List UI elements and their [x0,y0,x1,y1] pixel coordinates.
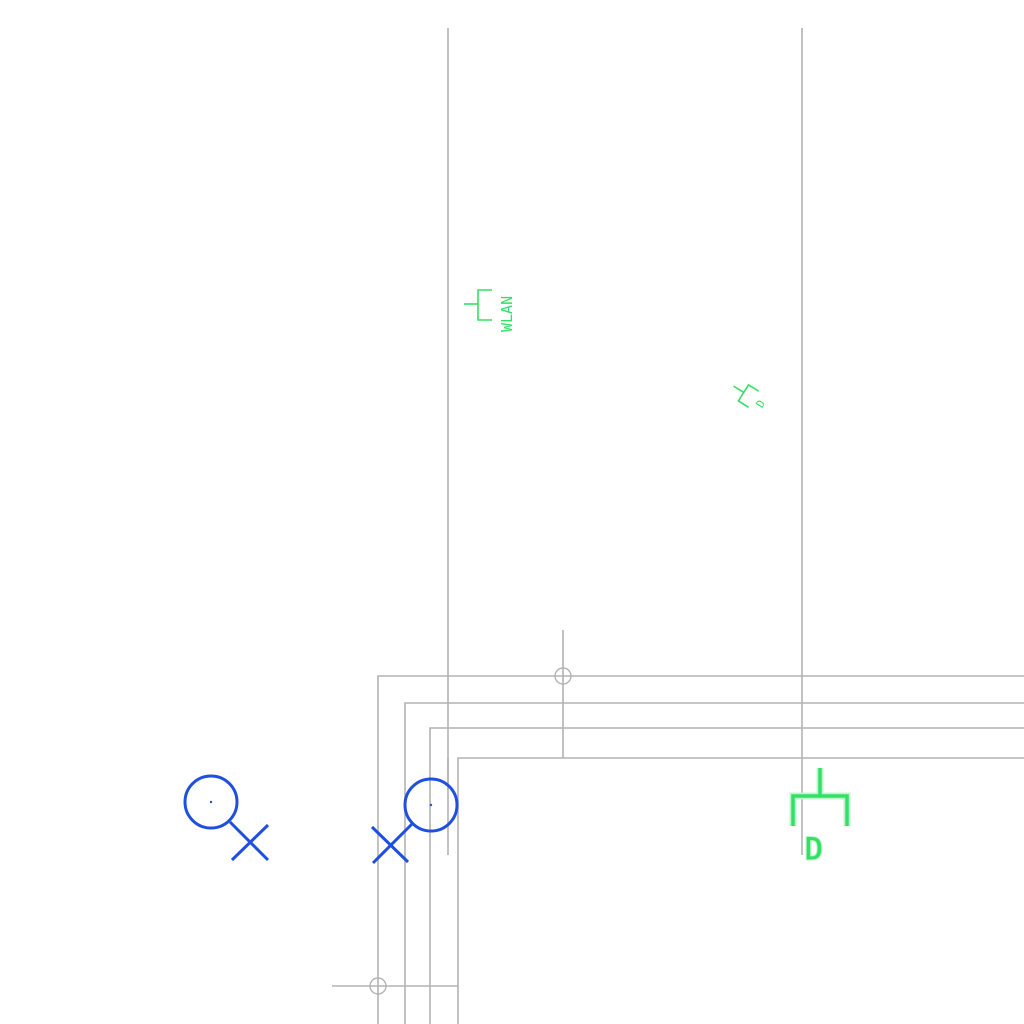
small-data-outlet-label: D [753,398,768,411]
wall-outline-second [404,702,1024,1024]
grid-marker-bottom [369,977,387,995]
network-outlet-icon: WLAN [464,289,516,332]
large-data-outlet-label: D [804,830,823,868]
wall-outline-outer [377,675,1024,1024]
data-outlet-icon: D [789,768,851,869]
wlan-outlet-label: WLAN [498,296,516,332]
wall-lines [332,28,1024,1024]
wall-outline-third [429,727,1024,1024]
grid-markers [369,667,572,995]
ceiling-light-icon [183,774,270,862]
grid-marker-top [554,667,572,685]
ceiling-light-icon [370,777,459,865]
data-outlet-icon: D [733,383,768,411]
wall-outline-inner [457,757,1024,1024]
